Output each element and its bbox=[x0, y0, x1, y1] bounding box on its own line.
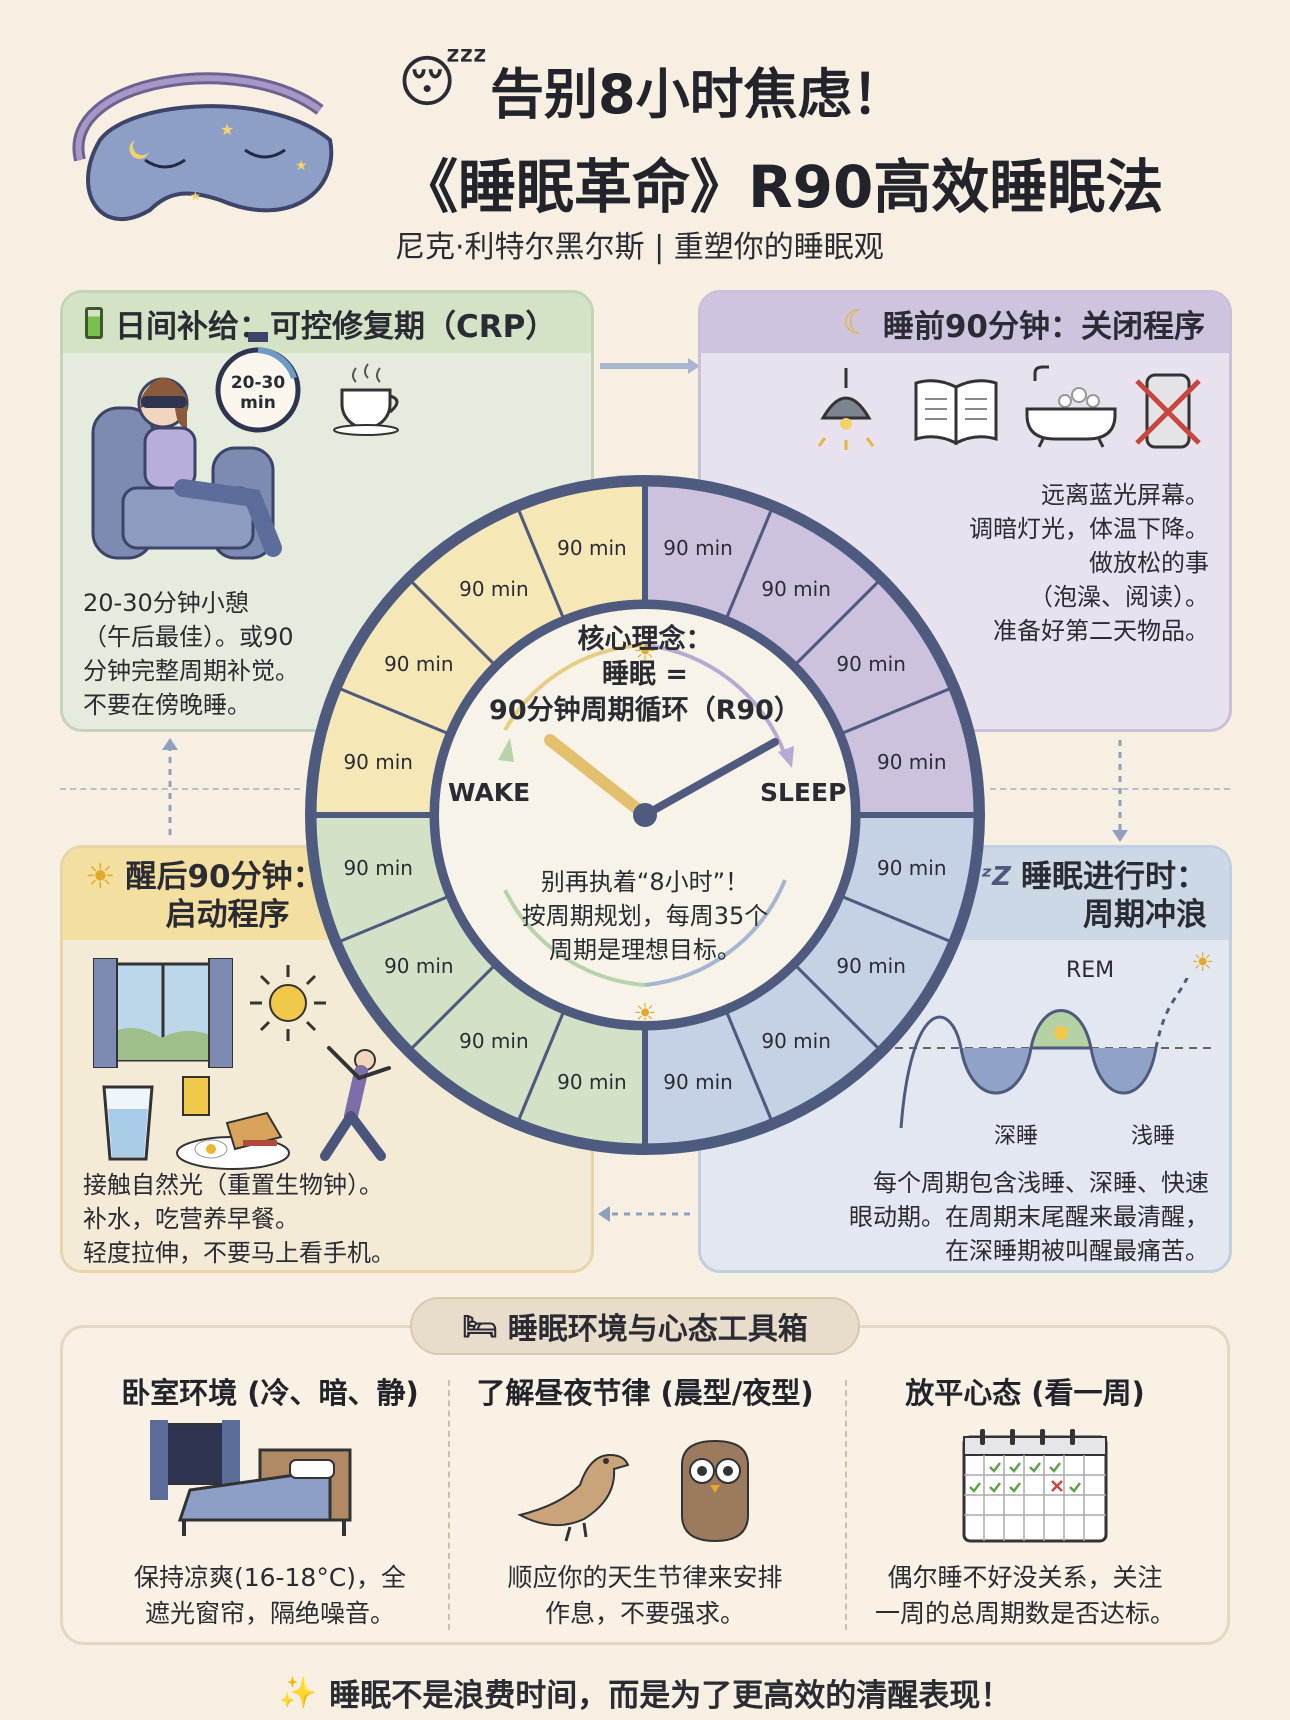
clock-segment-label: 90 min bbox=[459, 1029, 529, 1053]
sleeping-face-icon: 😴 bbox=[398, 50, 488, 115]
wave-label-light-2: 浅睡 bbox=[1131, 1124, 1176, 1149]
clock-segment-label: 90 min bbox=[557, 536, 627, 560]
water-glass-icon bbox=[102, 1085, 154, 1161]
clock-note-line1: 别再执着“8小时”！ bbox=[540, 868, 750, 896]
toolkit-divider-2 bbox=[845, 1380, 847, 1630]
tool-column-mindset: 放平心态 (看一周) bbox=[835, 1370, 1215, 1412]
battery-icon bbox=[85, 307, 103, 339]
sun-icon: ☀ bbox=[85, 857, 116, 897]
stopwatch-icon bbox=[215, 332, 301, 433]
stretching-person-icon bbox=[320, 1046, 391, 1161]
clock-segment-label: 90 min bbox=[761, 1029, 831, 1053]
wake-panel-text: 接触自然光（重置生物钟）。 补水，吃营养早餐。 轻度拉伸，不要马上看手机。 bbox=[83, 1171, 395, 1267]
clock-center-line3: 90分钟周期循环（R90） bbox=[489, 695, 801, 726]
wave-label-deep: 深睡 bbox=[994, 1124, 1039, 1149]
tool-column-circadian: 了解昼夜节律 (晨型/夜型) bbox=[455, 1370, 835, 1412]
sleep-panel-text: 每个周期包含浅睡、深睡、快速 眼动期。在周期末尾醒来最清醒， 在深睡期被叫醒最痛… bbox=[849, 1169, 1209, 1265]
toolkit-title-pill: 🛏 睡眠环境与心态工具箱 bbox=[410, 1297, 860, 1355]
clock-segment-label: 90 min bbox=[557, 1070, 627, 1094]
sparkles-icon: ✨ bbox=[278, 1674, 318, 1711]
crp-panel-header: 日间补给：可控修复期（CRP） bbox=[63, 293, 591, 353]
tool-heading-bedroom: 卧室环境 (冷、暗、静) bbox=[121, 1376, 419, 1410]
divider-line-right bbox=[990, 788, 1230, 790]
clock-segment-label: 90 min bbox=[663, 536, 733, 560]
bathtub-icon bbox=[1025, 365, 1117, 448]
sleep-label: SLEEP bbox=[760, 778, 847, 807]
clock-center-title: 核心理念： bbox=[577, 624, 713, 655]
sleep-wave-chart bbox=[881, 978, 1211, 1129]
svg-text:★: ★ bbox=[295, 158, 308, 174]
tool-text-bedroom: 保持凉爽(16-18°C)，全 遮光窗帘，隔绝噪音。 bbox=[133, 1563, 407, 1628]
clock-segment-label: 90 min bbox=[384, 954, 454, 978]
footer-text: 睡眠不是浪费时间，而是为了更高效的清醒表现！ bbox=[329, 1677, 1012, 1714]
clock-note-line2: 按周期规划，每周35个 bbox=[521, 902, 769, 930]
toolkit-title: 睡眠环境与心态工具箱 bbox=[507, 1312, 808, 1347]
clock-segment-label: 90 min bbox=[761, 577, 831, 601]
svg-text:★: ★ bbox=[190, 189, 201, 203]
bed-icon: 🛏 bbox=[462, 1309, 498, 1343]
clock-segment-label: 90 min bbox=[836, 954, 906, 978]
toolkit-divider-1 bbox=[448, 1380, 450, 1630]
pre-sleep-panel-header: ☾ 睡前90分钟：关闭程序 bbox=[701, 293, 1229, 353]
svg-text:★: ★ bbox=[220, 120, 234, 139]
page-title-line1: 告别8小时焦虑！ bbox=[490, 63, 906, 126]
owl-icon bbox=[681, 1439, 749, 1543]
window-icon bbox=[93, 958, 233, 1068]
coffee-cup-icon bbox=[333, 363, 399, 436]
breakfast-icon bbox=[176, 1076, 290, 1170]
wake-panel-title-line1: 醒后90分钟： bbox=[125, 859, 324, 895]
clock-segment-label: 90 min bbox=[343, 856, 413, 880]
tool-column-bedroom: 卧室环境 (冷、暗、静) bbox=[80, 1370, 460, 1412]
lark-bird-icon bbox=[517, 1453, 630, 1542]
timer-label: 20-30 min bbox=[230, 373, 286, 413]
napping-person-illustration bbox=[91, 377, 282, 560]
sleep-panel-title-line2: 周期冲浪 bbox=[1083, 897, 1207, 933]
divider-line-left bbox=[60, 788, 300, 790]
lamp-icon bbox=[817, 368, 875, 450]
sunshine-icon bbox=[250, 965, 326, 1041]
clock-segment-label: 90 min bbox=[384, 652, 454, 676]
svg-text:☀: ☀ bbox=[633, 637, 656, 667]
wave-label-rem: REM bbox=[1066, 958, 1115, 983]
clock-segment-label: 90 min bbox=[877, 750, 947, 774]
tool-text-circadian: 顺应你的天生节律来安排 作息，不要强求。 bbox=[507, 1563, 783, 1628]
clock-note-line3: 周期是理想目标。 bbox=[549, 936, 741, 964]
r90-cycle-clock: 90 min 90 min 90 min 90 min 90 min 90 min 90 m… bbox=[305, 475, 985, 1155]
clock-segment-label: 90 min bbox=[877, 856, 947, 880]
clock-segment-label: 90 min bbox=[663, 1070, 733, 1094]
footer: ✨ 睡眠不是浪费时间，而是为了更高效的清醒表现！ bbox=[0, 1668, 1290, 1716]
page-subtitle: 尼克·利特尔黑尔斯 | 重塑你的睡眠观 bbox=[395, 230, 884, 265]
clock-segment-label: 90 min bbox=[459, 577, 529, 601]
crp-panel-title: 日间补给：可控修复期（CRP） bbox=[115, 308, 557, 345]
tool-heading-mindset: 放平心态 (看一周) bbox=[905, 1376, 1145, 1410]
calendar-icon bbox=[962, 1429, 1108, 1543]
svg-text:☀: ☀ bbox=[633, 999, 656, 1029]
moon-icon: ☾ bbox=[842, 303, 873, 343]
clock-segments: 90 min 90 min 90 min 90 min 90 min 90 min 90 m… bbox=[313, 483, 977, 1147]
page-title-line2: 《睡眠革命》R90高效睡眠法 bbox=[400, 153, 1164, 221]
sleep-panel-title-line1: 睡眠进行时： bbox=[1021, 859, 1207, 895]
wake-panel-title-line2: 启动程序 bbox=[165, 897, 290, 933]
sleep-panel-sunrise-icon: ☀ bbox=[1191, 948, 1215, 978]
clock-center-line2: 睡眠 = bbox=[601, 659, 689, 690]
clock-segment-label: 90 min bbox=[343, 750, 413, 774]
flow-arrows bbox=[162, 358, 1128, 1222]
sleep-mask-illustration: ★ ★ ★ bbox=[72, 72, 334, 222]
tool-heading-circadian: 了解昼夜节律 (晨型/夜型) bbox=[476, 1376, 814, 1410]
clock-segment-label: 90 min bbox=[836, 652, 906, 676]
pre-sleep-panel-title: 睡前90分钟：关闭程序 bbox=[882, 308, 1205, 345]
crp-panel-text: 20-30分钟小憩 （午后最佳）。或90 分钟完整周期补觉。 不要在傍晚睡。 bbox=[83, 589, 299, 719]
phone-crossed-icon bbox=[1135, 373, 1201, 449]
tool-text-mindset: 偶尔睡不好没关系，关注 一周的总周期数是否达标。 bbox=[874, 1563, 1175, 1628]
wake-label: WAKE bbox=[448, 778, 531, 807]
bedroom-bed-icon bbox=[150, 1420, 352, 1536]
open-book-icon bbox=[914, 379, 998, 446]
pre-sleep-panel-text: 远离蓝光屏幕。 调暗灯光，体温下降。 做放松的事 （泡澡、阅读）。 准备好第二天… bbox=[969, 481, 1209, 645]
